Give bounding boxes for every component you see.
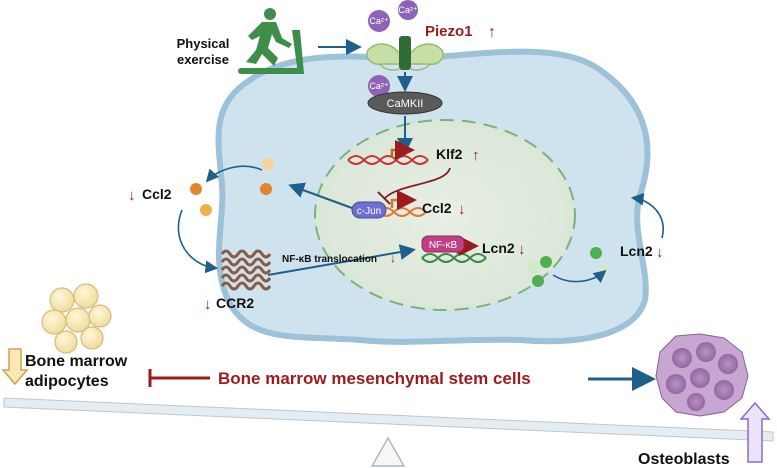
piezo1-up-indicator: ↑	[488, 24, 496, 41]
adipocytes-label-line1: Bone marrow	[25, 353, 128, 370]
osteoblasts-icon	[655, 333, 749, 417]
adipocytes-icon	[41, 283, 112, 354]
piezo1-label: Piezo1	[425, 23, 473, 40]
lcn2-particle	[540, 256, 552, 268]
seesaw-plank	[3, 397, 774, 442]
nfkb-translocation-down-indicator: ↓	[390, 251, 396, 265]
ccl2-outside-label: Ccl2	[142, 186, 172, 202]
svg-text:NF-κB: NF-κB	[429, 240, 458, 251]
svg-text:Ca²⁺: Ca²⁺	[398, 5, 418, 15]
arrow-lcn2-export	[552, 269, 607, 284]
klf2-up-indicator: ↑	[472, 147, 480, 164]
physical-exercise-label-line2: exercise	[177, 52, 229, 67]
ccl2-nucleus-down-indicator: ↓	[458, 201, 466, 218]
ccr2-receptor-icon	[220, 249, 272, 291]
calcium-ion: Ca²⁺	[368, 10, 390, 32]
adipocytes-decrease-arrow-icon	[1, 348, 29, 386]
lcn2-nucleus-down-indicator: ↓	[518, 241, 526, 258]
nfkb-translocation-label: NF-κB translocation	[282, 254, 377, 265]
svg-text:CaMKII: CaMKII	[387, 98, 424, 110]
bmsc-label: Bone marrow mesenchymal stem cells	[218, 369, 531, 388]
klf2-label: Klf2	[436, 146, 463, 162]
nucleus	[314, 119, 576, 311]
physical-exercise-label-line1: Physical	[177, 36, 230, 51]
dna-klf2-icon	[347, 140, 429, 165]
arrow-nfkb-translocation	[267, 244, 416, 276]
ccl2-outside-down-indicator: ↓	[128, 187, 136, 204]
ccl2-particle	[260, 183, 272, 195]
nfkb-factor: NF-κB	[421, 235, 465, 253]
camkii-enzyme: CaMKII	[367, 91, 443, 115]
osteoblasts-increase-arrow-icon	[739, 401, 771, 463]
cjun-factor: c-Jun	[351, 201, 387, 219]
klf2-inhibits-cjun	[384, 167, 451, 199]
ccr2-label: CCR2	[216, 295, 254, 311]
lcn2-particle	[532, 275, 544, 287]
lcn2-outside-down-indicator: ↓	[656, 244, 664, 261]
lcn2-outside-label: Lcn2	[620, 243, 653, 259]
calcium-ion: Ca²⁺	[368, 75, 390, 97]
ccl2-particle	[200, 204, 212, 216]
lcn2-nucleus-label: Lcn2	[482, 240, 515, 256]
adipocytes-label-line2: adipocytes	[25, 373, 109, 390]
inhibition-bar	[377, 191, 391, 205]
lcn2-particle	[590, 247, 602, 259]
arrow-lcn2-return	[630, 192, 664, 239]
seesaw-fulcrum	[370, 436, 406, 467]
ccl2-particle	[190, 183, 202, 195]
arrow-ccl2-export	[288, 182, 353, 209]
lcn2-particle	[528, 262, 540, 274]
svg-text:Ca²⁺: Ca²⁺	[369, 16, 389, 26]
ccl2-particle	[262, 158, 274, 170]
svg-text:c-Jun: c-Jun	[357, 206, 381, 217]
arrow-ccl2-to-ccr2	[177, 209, 219, 274]
arrow-ccl2-secretion	[205, 165, 263, 183]
ccl2-nucleus-label: Ccl2	[422, 200, 452, 216]
calcium-ion: Ca²⁺	[398, 0, 418, 20]
svg-text:Ca²⁺: Ca²⁺	[369, 81, 389, 91]
piezo1-channel-icon	[366, 36, 444, 71]
osteoblasts-label: Osteoblasts	[638, 451, 730, 468]
treadmill-runner-icon	[238, 8, 304, 74]
ccr2-down-indicator: ↓	[204, 296, 212, 313]
